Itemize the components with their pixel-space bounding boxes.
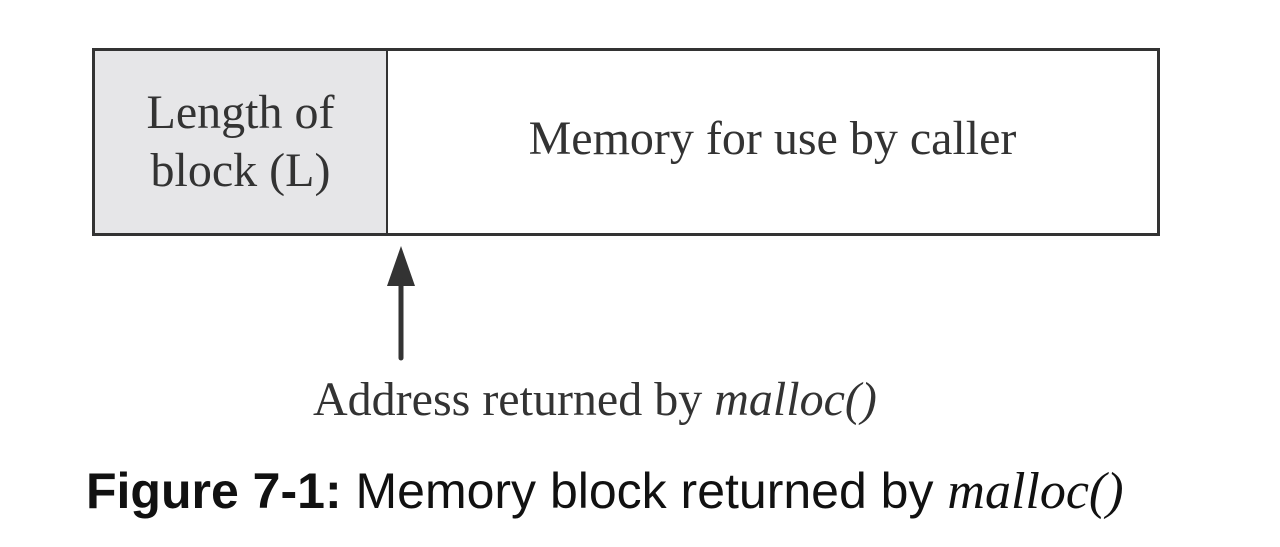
address-label: Address returned by malloc(): [313, 370, 1013, 430]
figure-caption-function: malloc(): [947, 463, 1124, 520]
pointer-arrow-icon: [387, 246, 415, 361]
figure-caption: Figure 7-1: Memory block returned by mal…: [86, 458, 1236, 525]
figure-caption-text: Memory block returned by: [341, 463, 948, 519]
length-header-line1: Length of: [146, 86, 335, 139]
length-header-label: Length of block (L): [121, 84, 361, 200]
address-label-function: malloc(): [714, 373, 877, 426]
figure-number: Figure 7-1:: [86, 463, 342, 519]
caller-memory-label: Memory for use by caller: [528, 111, 1017, 165]
caller-memory-cell: Memory for use by caller: [388, 51, 1157, 233]
memory-block: Length of block (L) Memory for use by ca…: [92, 48, 1160, 236]
length-header-line2: block (L): [150, 144, 331, 197]
address-label-prefix: Address returned by: [313, 373, 715, 426]
length-header-cell: Length of block (L): [95, 51, 388, 233]
